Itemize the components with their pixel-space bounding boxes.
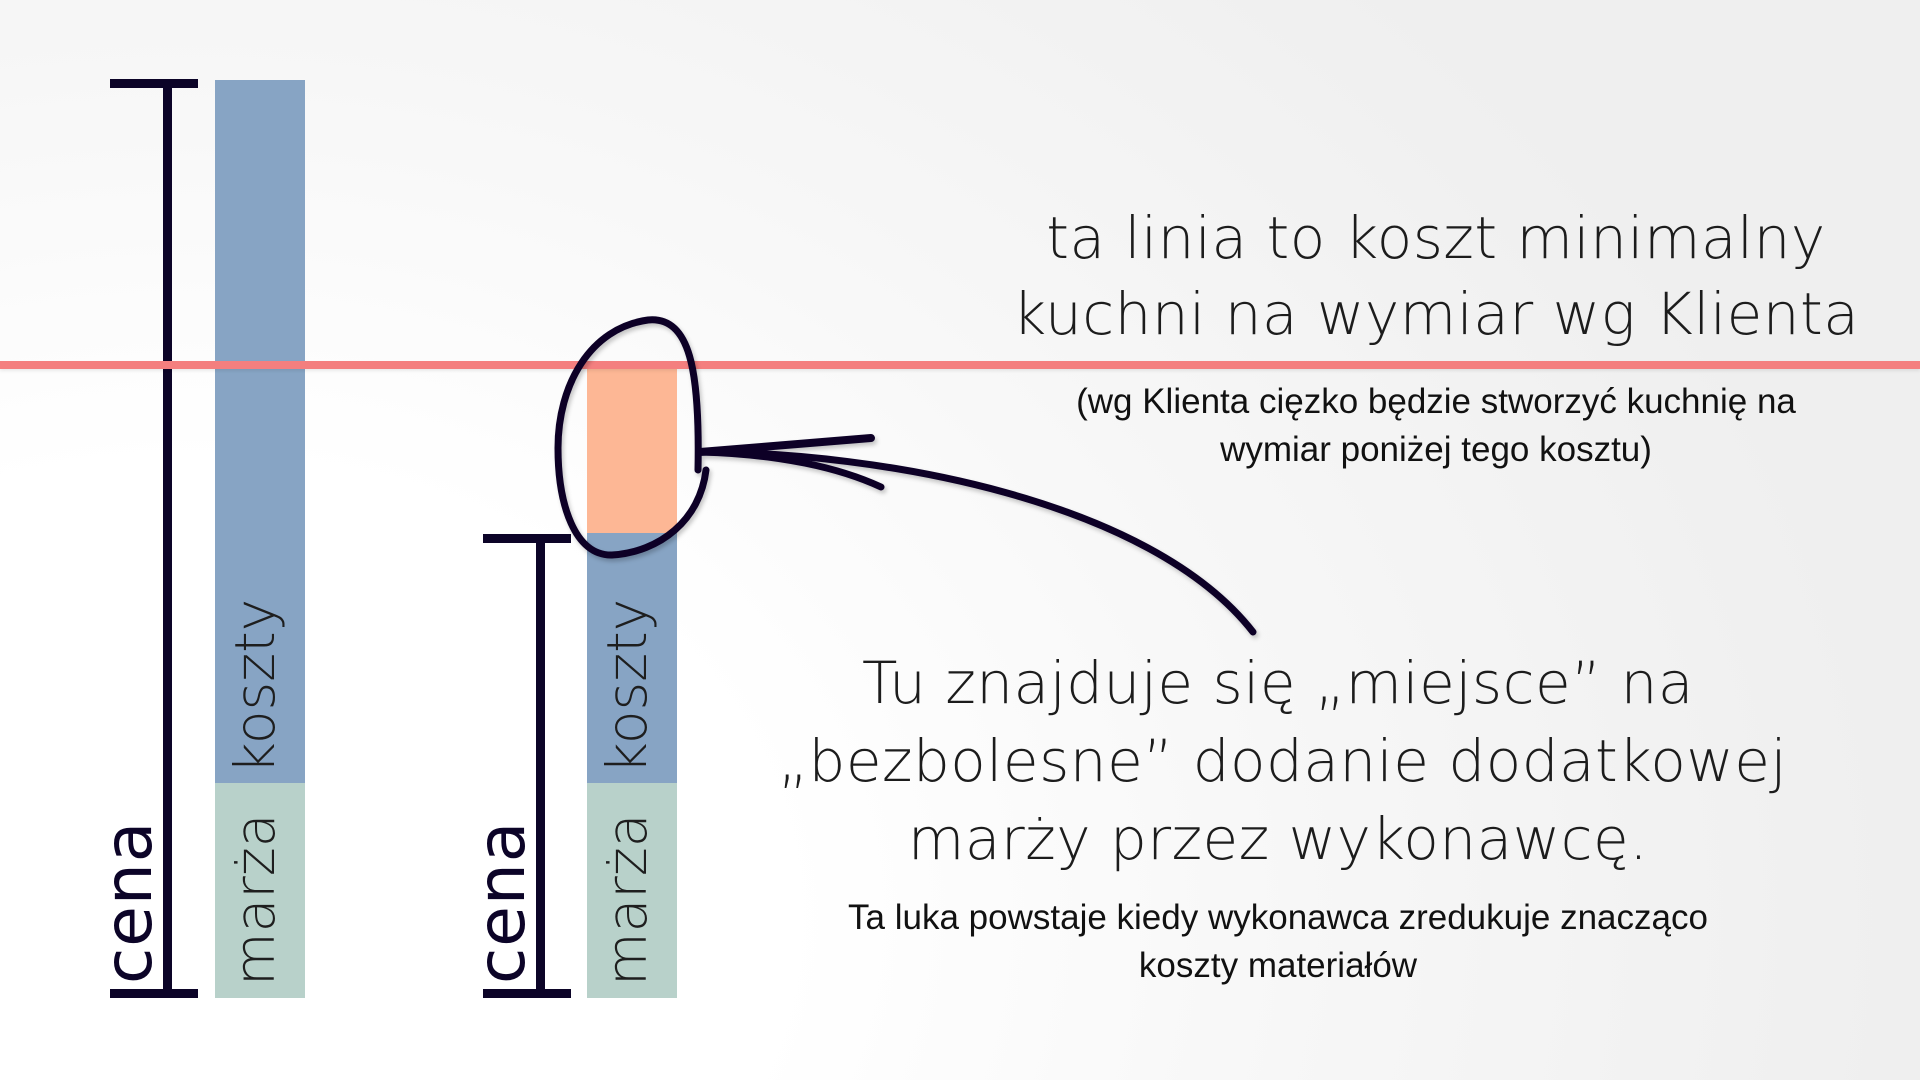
bracket-stem — [163, 79, 172, 998]
bracket-stem — [536, 534, 545, 998]
bar-reduced-margin-segment — [587, 783, 677, 998]
bracket-top — [110, 79, 198, 88]
bar-reduced-gap-segment — [587, 365, 677, 533]
bar-reduced-costs-segment — [587, 533, 677, 783]
bar-reduced-margin-label: marża — [595, 813, 659, 986]
gap-note-title: Tu znajduje się „miejsce” na „bezbolesne… — [778, 644, 1788, 878]
gap-note-title-line: „bezbolesne” dodanie dodatkowej — [778, 727, 1788, 795]
min-cost-note-subtitle-line: (wg Klienta cięzko będzie stworzyć kuchn… — [1076, 382, 1796, 421]
minimum-cost-line — [0, 361, 1920, 369]
gap-note: Tu znajduje się „miejsce” na „bezbolesne… — [778, 644, 1788, 990]
bracket-bottom — [483, 989, 571, 998]
gap-note-title-line: marży przez wykonawcę. — [907, 805, 1649, 873]
min-cost-note-title: ta linia to koszt minimalny kuchni na wy… — [986, 200, 1886, 352]
gap-note-subtitle-line: Ta luka powstaje kiedy wykonawca zreduku… — [848, 898, 1708, 937]
min-cost-note-subtitle: (wg Klienta cięzko będzie stworzyć kuchn… — [986, 378, 1886, 474]
gap-note-subtitle-line: koszty materiałów — [1138, 946, 1418, 985]
price-label-reduced: cena — [463, 820, 540, 984]
bracket-bottom — [110, 989, 198, 998]
bar-current-margin-label: marża — [223, 813, 287, 986]
bar-current-costs-segment — [215, 80, 305, 783]
min-cost-note: ta linia to koszt minimalny kuchni na wy… — [986, 200, 1886, 474]
bar-current-margin-segment — [215, 783, 305, 998]
gap-note-title-line: Tu znajduje się „miejsce” na — [862, 649, 1694, 717]
bar-current-costs-label: koszty — [223, 598, 287, 774]
min-cost-note-title-line: ta linia to koszt minimalny — [1046, 204, 1826, 272]
min-cost-note-title-line: kuchni na wymiar wg Klienta — [1012, 280, 1860, 348]
bar-reduced-costs-label: koszty — [595, 598, 659, 774]
min-cost-note-subtitle-line: wymiar poniżej tego kosztu) — [1220, 430, 1652, 469]
gap-note-subtitle: Ta luka powstaje kiedy wykonawca zreduku… — [778, 894, 1778, 990]
price-label-current: cena — [90, 820, 167, 984]
bracket-top — [483, 534, 571, 543]
